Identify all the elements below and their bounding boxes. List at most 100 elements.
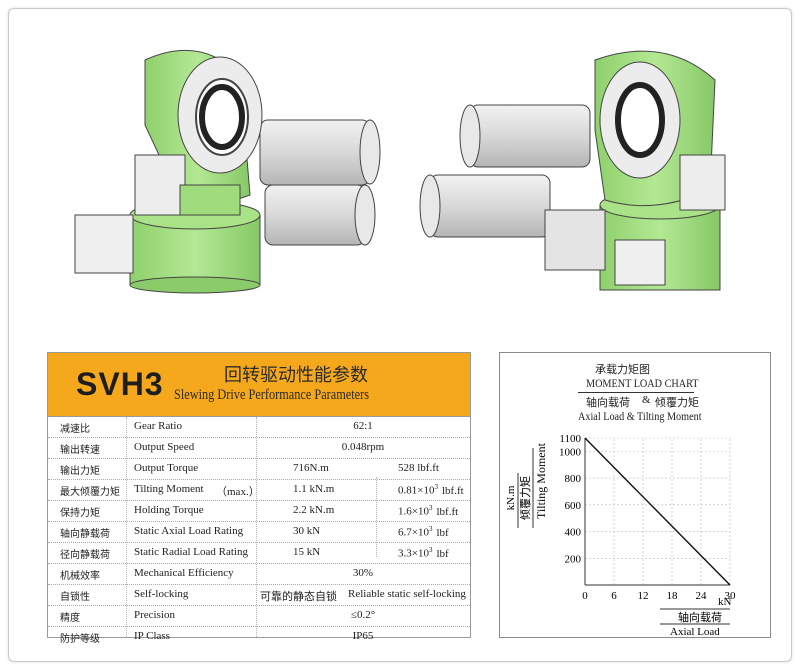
x-axis-label: Axial Load xyxy=(670,626,720,637)
row-value: 62:1 xyxy=(353,420,373,432)
row-value-metric: 1.1 kN.m xyxy=(293,483,335,495)
subtitle-amp: & xyxy=(642,394,651,406)
title-underline xyxy=(578,392,694,393)
spec-row: 最大倾覆力矩 Tilting Moment （max.） 1.1 kN.m 0.81×1… xyxy=(48,480,470,501)
row-value: IP65 xyxy=(352,630,374,642)
spec-title-en: Slewing Drive Performance Parameters xyxy=(174,387,370,403)
row-label-en: Precision xyxy=(134,609,175,621)
x-tick-label: 6 xyxy=(611,590,617,602)
y-axis-label: Tilting Moment xyxy=(534,442,548,519)
value-exponent: 3 xyxy=(428,504,433,512)
y-tick-label: 600 xyxy=(565,500,582,512)
x-axis-label-cn: 轴向载荷 xyxy=(678,610,722,624)
spec-row: 自锁性 Self-locking 可靠的静态自锁 Reliable static se… xyxy=(48,585,470,606)
value-base: 3.3×10 xyxy=(398,547,429,560)
x-tick-label: 12 xyxy=(638,590,649,602)
spec-row: 防护等级 IP Class IP65 xyxy=(48,627,470,647)
y-axis-unit: kN.m xyxy=(505,485,517,510)
row-label-en: Static Axial Load Rating xyxy=(134,525,244,537)
value-exponent: 3 xyxy=(428,546,433,554)
row-label-en: Gear Ratio xyxy=(134,420,182,432)
row-label-cn: 机械效率 xyxy=(60,571,100,582)
row-label-cn: 防护等级 xyxy=(60,634,100,645)
row-label-cn: 自锁性 xyxy=(60,592,90,603)
row-label-en: Tilting Moment xyxy=(134,483,204,495)
chart-title-cn: 承载力矩图 xyxy=(595,363,650,376)
model-name: SVH3 xyxy=(76,366,164,402)
row-label-en: Output Torque xyxy=(134,462,199,474)
row-label-cn: 径向静载荷 xyxy=(60,550,110,561)
spec-rows: 减速比 Gear Ratio 62:1 输出转速 Output Speed 0.048rp… xyxy=(48,417,470,647)
x-tick-label: 24 xyxy=(696,590,708,602)
page-frame xyxy=(8,8,792,662)
spec-row: 径向静载荷 Static Radial Load Rating 15 kN 3.3×1… xyxy=(48,543,470,564)
y-tick-label: 1100 xyxy=(559,433,581,445)
value-base: 1.6×10 xyxy=(398,505,429,518)
moment-load-chart: 承载力矩图 MOMENT LOAD CHART 轴向载荷 & 倾覆力矩 Axia… xyxy=(499,352,771,638)
value-exponent: 3 xyxy=(428,525,433,533)
x-tick-label: 30 xyxy=(725,590,737,602)
slewing-drive-render-right xyxy=(419,50,726,291)
row-value-metric: 2.2 kN.m xyxy=(293,504,335,516)
row-label-en: Holding Torque xyxy=(134,504,204,516)
value-base: 6.7×10 xyxy=(398,526,429,539)
x-tick-label: 18 xyxy=(667,590,679,602)
row-label-en: Output Speed xyxy=(134,441,195,453)
value-unit: lbf.ft xyxy=(441,484,464,497)
row-value: ≤0.2° xyxy=(350,609,376,621)
y-tick-label: 800 xyxy=(565,473,582,485)
row-label-en: Self-locking xyxy=(134,588,189,600)
row-label-cn: 最大倾覆力矩 xyxy=(60,487,120,498)
spec-title-cn: 回转驱动性能参数 xyxy=(224,365,368,386)
column-divider xyxy=(376,477,377,557)
y-tick-label: 400 xyxy=(565,527,582,539)
value-unit: lbf.ft xyxy=(436,505,459,518)
row-label-en: Mechanical Efficiency xyxy=(134,567,234,579)
spec-row: 减速比 Gear Ratio 62:1 xyxy=(48,417,470,438)
spec-row: 输出转速 Output Speed 0.048rpm xyxy=(48,438,470,459)
row-label-cn: 输出转速 xyxy=(60,445,100,456)
row-label-en: IP Class xyxy=(134,630,170,642)
subtitle-cn-1: 轴向载荷 xyxy=(586,396,630,409)
row-value-imperial: Reliable static self-locking xyxy=(348,588,466,600)
row-value-metric: 716N.m xyxy=(293,462,329,474)
column-divider xyxy=(126,417,127,637)
row-value-metric: 15 kN xyxy=(293,546,321,558)
spec-row: 输出力矩 Output Torque 716N.m 528 lbf.ft xyxy=(48,459,470,480)
chart-title: MOMENT LOAD CHART xyxy=(586,376,699,390)
row-unit: （max.） xyxy=(216,486,260,498)
value-base: 0.81×10 xyxy=(398,484,435,497)
series-line xyxy=(584,437,731,586)
value-unit: lbf xyxy=(436,547,449,560)
row-value-metric: 可靠的静态自锁 xyxy=(260,591,337,603)
subtitle-cn-2: 倾覆力矩 xyxy=(655,396,699,409)
row-label-cn: 轴向静载荷 xyxy=(60,529,110,540)
row-label-cn: 保持力矩 xyxy=(60,508,100,519)
chart-subtitle: Axial Load & Tilting Moment xyxy=(578,409,702,423)
value-unit: lbf xyxy=(436,526,449,539)
column-divider xyxy=(256,417,257,637)
x-tick-label: 0 xyxy=(582,590,588,602)
spec-header: SVH3 回转驱动性能参数 Slewing Drive Performance … xyxy=(48,353,470,417)
row-label-cn: 精度 xyxy=(60,613,80,624)
y-axis-label-cn: 倾覆力矩 xyxy=(519,476,532,520)
spec-row: 精度 Precision ≤0.2° xyxy=(48,606,470,627)
y-tick-label: 1000 xyxy=(559,446,582,458)
row-value-metric: 30 kN xyxy=(293,525,321,537)
row-label-en: Static Radial Load Rating xyxy=(134,546,248,558)
slewing-drive-render-left xyxy=(74,49,381,294)
spec-table: SVH3 回转驱动性能参数 Slewing Drive Performance … xyxy=(47,352,471,645)
row-label-cn: 减速比 xyxy=(60,424,90,435)
value-exponent: 3 xyxy=(434,483,438,491)
row-value-imperial: 528 lbf.ft xyxy=(398,462,439,474)
row-value: 0.048rpm xyxy=(341,441,385,453)
spec-row: 轴向静载荷 Static Axial Load Rating 30 kN 6.7×10… xyxy=(48,522,470,543)
row-label-cn: 输出力矩 xyxy=(60,466,100,477)
y-tick-label: 200 xyxy=(565,553,582,565)
